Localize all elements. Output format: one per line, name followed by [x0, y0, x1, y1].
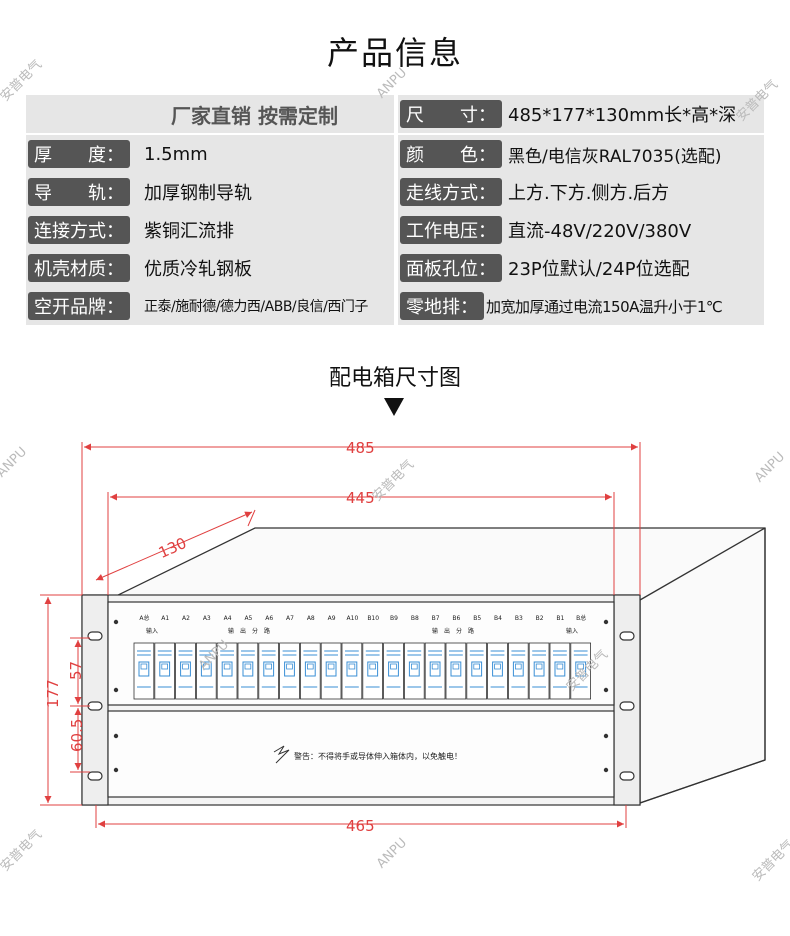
breaker-20[interactable]: [528, 642, 550, 700]
spec-label-material: 机壳材质：: [28, 254, 130, 282]
breaker-label-11: A10: [347, 615, 359, 622]
group-label-in-left: 输入: [146, 627, 158, 635]
spec-row-thickness: 厚 度： 1.5mm: [26, 135, 394, 173]
spec-value-ground: 加宽加厚通过电流150A温升小于1℃: [486, 297, 723, 316]
breaker-8[interactable]: [279, 642, 300, 700]
spec-value-connection: 紫铜汇流排: [144, 221, 234, 242]
spec-value-rail: 加厚钢制导轨: [144, 183, 252, 204]
spec-label-voltage: 工作电压：: [400, 216, 502, 244]
dim-bottom-width: 465: [346, 817, 375, 835]
breaker-4[interactable]: [195, 642, 217, 700]
breaker-12[interactable]: [362, 642, 383, 700]
breaker-row: [133, 642, 591, 700]
front-panel: [81, 594, 641, 806]
breaker-19[interactable]: [507, 642, 529, 700]
breaker-2[interactable]: [154, 642, 176, 700]
spec-value-brand: 正泰/施耐德/德力西/ABB/良信/西门子: [144, 299, 368, 315]
spec-row-brand: 空开品牌： 正泰/施耐德/德力西/ABB/良信/西门子: [26, 287, 394, 325]
breaker-label-20: B2: [536, 615, 544, 622]
breaker-label-13: B9: [390, 615, 398, 622]
spec-row-banner: 厂家直销 按需定制: [26, 95, 394, 133]
breaker-21[interactable]: [549, 642, 571, 700]
drawing-title: 配电箱尺寸图: [328, 366, 461, 391]
spec-label-thickness: 厚 度：: [28, 140, 130, 168]
spec-label-ground: 零地排：: [400, 292, 484, 320]
breaker-9[interactable]: [299, 642, 321, 700]
spec-value-holes: 23P位默认/24P位选配: [508, 259, 690, 280]
breaker-label-7: A6: [265, 615, 273, 622]
breaker-label-12: B10: [367, 615, 379, 622]
spec-value-voltage: 直流-48V/220V/380V: [508, 221, 692, 242]
breaker-7[interactable]: [258, 642, 279, 700]
breaker-16[interactable]: [445, 642, 467, 700]
spec-label-color: 颜 色：: [400, 140, 502, 168]
spec-row-size: 尺 寸： 485*177*130mm长*高*深: [398, 95, 764, 133]
dim-width-inner: 445: [346, 489, 375, 507]
spec-row-wiring: 走线方式： 上方.下方.侧方.后方: [398, 173, 764, 211]
spec-label-brand: 空开品牌：: [28, 292, 130, 320]
breaker-label-18: B4: [494, 615, 502, 622]
dim-lower-panel: 60.5: [68, 719, 86, 752]
breaker-label-5: A4: [224, 615, 232, 622]
warning-icon: [273, 745, 290, 764]
breaker-label-19: B3: [515, 615, 523, 622]
breaker-15[interactable]: [424, 642, 446, 700]
spec-value-material: 优质冷轧钢板: [144, 259, 252, 280]
breaker-11[interactable]: [341, 642, 363, 700]
breaker-label-3: A2: [182, 615, 190, 622]
spec-row-material: 机壳材质： 优质冷轧钢板: [26, 249, 394, 287]
breaker-10[interactable]: [320, 642, 342, 700]
spec-row-color: 颜 色： 黑色/电信灰RAL7035(选配): [398, 135, 764, 173]
breaker-label-21: B1: [556, 615, 564, 622]
breaker-label-2: A1: [161, 615, 169, 622]
down-arrow-icon: [384, 398, 404, 416]
breaker-label-4: A3: [203, 615, 211, 622]
dimension-drawing: A总 A1 A2 A3 A4 A5 A6 A7 A8 A9 A10 B10 B9 B8 B7 B6 B5 B4 B3…: [40, 439, 766, 835]
page-title: 产品信息: [326, 34, 463, 72]
breaker-3[interactable]: [175, 642, 196, 700]
spec-label-wiring: 走线方式：: [400, 178, 502, 206]
warning-text: 警告：不得将手或导体伸入箱体内，以免触电！: [294, 751, 462, 761]
breaker-label-15: B7: [432, 615, 440, 622]
breaker-label-16: B6: [452, 615, 460, 622]
spec-row-voltage: 工作电压： 直流-48V/220V/380V: [398, 211, 764, 249]
breaker-13[interactable]: [383, 642, 404, 700]
breaker-label-8: A7: [286, 615, 294, 622]
dim-width-overall: 485: [346, 439, 375, 457]
spec-label-connection: 连接方式：: [28, 216, 130, 244]
breaker-label-17: B5: [473, 615, 481, 622]
spec-label-holes: 面板孔位：: [400, 254, 502, 282]
spec-value-wiring: 上方.下方.侧方.后方: [508, 183, 670, 204]
spec-label-size: 尺 寸：: [400, 100, 502, 128]
breaker-label-14: B8: [411, 615, 419, 622]
group-label-in-right: 输入: [566, 627, 578, 635]
breaker-1[interactable]: [133, 642, 155, 700]
group-label-out-right: 输 出 分 路: [432, 627, 474, 635]
spec-row-ground: 零地排： 加宽加厚通过电流150A温升小于1℃: [398, 287, 764, 325]
spec-value-color: 黑色/电信灰RAL7035(选配): [508, 146, 722, 167]
breaker-5[interactable]: [216, 642, 238, 700]
banner-text: 厂家直销 按需定制: [171, 103, 338, 128]
dim-height: 177: [44, 679, 62, 708]
spec-row-connection: 连接方式： 紫铜汇流排: [26, 211, 394, 249]
spec-value-thickness: 1.5mm: [144, 143, 208, 165]
spec-row-rail: 导 轨： 加厚钢制导轨: [26, 173, 394, 211]
spec-row-holes: 面板孔位： 23P位默认/24P位选配: [398, 249, 764, 287]
breaker-18[interactable]: [487, 642, 508, 700]
breaker-22[interactable]: [570, 642, 591, 700]
breaker-label-10: A9: [328, 615, 336, 622]
breaker-label-9: A8: [307, 615, 315, 622]
breaker-label-1: A总: [139, 614, 149, 622]
breaker-14[interactable]: [403, 642, 425, 700]
group-label-out-left: 输 出 分 路: [228, 627, 270, 635]
breaker-6[interactable]: [237, 642, 259, 700]
breaker-label-22: B总: [576, 614, 586, 622]
breaker-label-6: A5: [244, 615, 252, 622]
spec-label-rail: 导 轨：: [28, 178, 130, 206]
dim-upper-panel: 57: [67, 661, 85, 680]
breaker-labels: A总 A1 A2 A3 A4 A5 A6 A7 A8 A9 A10 B10 B9 B8 B7 B6 B5 B4 B3…: [139, 614, 586, 622]
spec-value-size: 485*177*130mm长*高*深: [508, 105, 737, 126]
breaker-17[interactable]: [466, 642, 487, 700]
dim-depth: 130: [156, 534, 189, 562]
